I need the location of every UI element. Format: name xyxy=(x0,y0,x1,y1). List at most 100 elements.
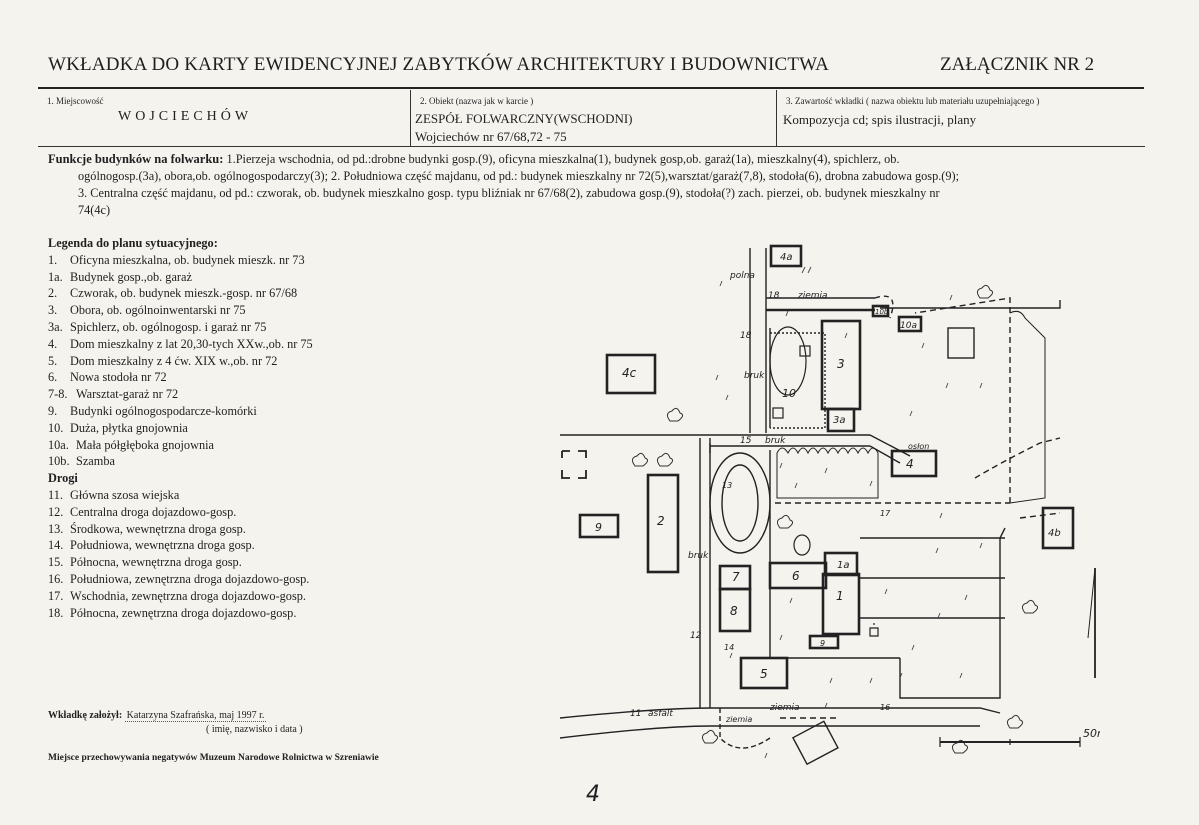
legend-item-number: 17. xyxy=(48,588,64,603)
label-road-17: 17 xyxy=(880,509,891,518)
building-1 xyxy=(821,572,861,636)
label-4a: 4a xyxy=(780,252,793,263)
legend-item-text: Duża, płytka gnojownia xyxy=(70,420,188,435)
legend-item: 17. Wschodnia, zewnętrzna droga dojazdowo… xyxy=(48,588,378,605)
label-10a: 10a xyxy=(900,321,917,331)
legend-item-text: Warsztat-garaż nr 72 xyxy=(76,387,179,402)
label-3: 3 xyxy=(837,357,845,371)
building-8 xyxy=(718,587,752,633)
building-10b xyxy=(871,304,890,318)
legend-item: 2.Czworak, ob. budynek mieszk.-gosp. nr … xyxy=(48,285,378,302)
legend-item: 10b.Szamba xyxy=(48,453,378,470)
author-name: Katarzyna Szafrańska, maj 1997 r. xyxy=(124,710,267,722)
legend-item: 5.Dom mieszkalny z 4 ćw. XIX w.,ob. nr 7… xyxy=(48,353,378,370)
functions-line: 74(4c) xyxy=(78,203,111,217)
label-1: 1 xyxy=(836,589,844,603)
site-plan-legend: Legenda do planu sytuacyjnego: 1.Oficyna… xyxy=(48,235,378,621)
legend-item-number: 15. xyxy=(48,555,64,570)
building-6 xyxy=(768,561,828,590)
contents-value: Kompozycja cd; spis ilustracji, plany xyxy=(783,112,977,127)
label-ziemia-south: ziemia xyxy=(725,715,752,724)
label-4b: 4b xyxy=(1048,528,1061,539)
legend-item: 3a. Spichlerz, ob. ogólnogosp. i garaż nr… xyxy=(48,319,378,336)
legend-item-text: Oficyna mieszkalna, ob. budynek mieszk. … xyxy=(70,252,305,267)
legend-item-text: Główna szosa wiejska xyxy=(70,487,180,502)
label-road-16: 16 xyxy=(880,703,890,712)
building-4b xyxy=(1041,506,1075,550)
label-asfalt: asfalt xyxy=(648,709,673,719)
legend-item: 18.Północna, zewnętrzna droga dojazdowo-… xyxy=(48,605,378,622)
legend-item-number: 2. xyxy=(48,286,58,301)
building-functions: Funkcje budynków na folwarku: 1.Pierzeja… xyxy=(48,151,1148,219)
functions-heading: Funkcje budynków na folwarku: xyxy=(48,152,224,166)
label-8: 8 xyxy=(730,604,738,618)
legend-item: 15.Północna, wewnętrzna droga gosp. xyxy=(48,554,378,571)
header-rule xyxy=(38,87,1144,89)
functions-line: 1.Pierzeja wschodnia, od pd.:drobne budy… xyxy=(223,152,900,166)
legend-item: 4.Dom mieszkalny z lat 20,30-tych XXw.,o… xyxy=(48,336,378,353)
legend-item: 7-8.Warsztat-garaż nr 72 xyxy=(48,386,378,403)
object-label: 2. Obiekt (nazwa jak w karcie ) xyxy=(420,96,534,106)
label-polna: polna xyxy=(729,271,755,281)
legend-item-number: 3a. xyxy=(48,319,63,334)
locality-box: 1. Miejscowość WOJCIECHÓW xyxy=(38,90,410,147)
building-9-small xyxy=(808,634,840,650)
label-6: 6 xyxy=(792,569,800,583)
contents-label: 3. Zawartość wkładki ( nazwa obiektu lub… xyxy=(786,96,1040,106)
legend-item-number: 5. xyxy=(48,353,58,368)
legend-title: Legenda do planu sytuacyjnego: xyxy=(48,236,218,250)
object-address: Wojciechów nr 67/68,72 - 75 xyxy=(415,129,567,144)
label-10b: 10b xyxy=(875,308,889,316)
label-9: 9 xyxy=(595,521,602,534)
locality-label: 1. Miejscowość xyxy=(47,96,104,106)
label-road-12: 12 xyxy=(690,631,702,641)
legend-item: 6.Nowa stodoła nr 72 xyxy=(48,369,378,386)
legend-item-number: 10. xyxy=(48,420,64,435)
building-2 xyxy=(646,473,680,574)
legend-item-text: Centralna droga dojazdowo-gosp. xyxy=(70,504,237,519)
legend-item-text: Mała półgłęboka gnojownia xyxy=(76,437,214,452)
object-box: 2. Obiekt (nazwa jak w karcie ) ZESPÓŁ F… xyxy=(410,90,777,147)
legend-item: 1a.Budynek gosp.,ob. garaż xyxy=(48,269,378,286)
functions-line: ogólnogosp.(3a), obora,ob. ogólnogospoda… xyxy=(78,169,960,183)
legend-item: 10a.Mała półgłęboka gnojownia xyxy=(48,437,378,454)
label-4c: 4c xyxy=(622,366,637,380)
legend-item: 16. Południowa, zewnętrzna droga dojazdow… xyxy=(48,571,378,588)
label-3a: 3a xyxy=(833,415,846,426)
label-2: 2 xyxy=(657,514,665,528)
legend-item-text: Południowa, wewnętrzna droga gosp. xyxy=(70,538,255,553)
legend-item-text: Południowa, zewnętrzna droga dojazdowo-g… xyxy=(70,571,310,586)
label-1a: 1a xyxy=(837,560,850,571)
legend-item: 13. Środkowa, wewnętrzna droga gosp. xyxy=(48,521,378,538)
object-value: ZESPÓŁ FOLWARCZNY(WSCHODNI) xyxy=(415,111,633,126)
legend-item: 12.Centralna droga dojazdowo-gosp. xyxy=(48,504,378,521)
legend-item-number: 16. xyxy=(48,571,64,586)
building-4a xyxy=(769,244,803,268)
label-road-11: 11 xyxy=(630,709,641,719)
author-hint: ( imię, nazwisko i data ) xyxy=(206,724,303,735)
label-bruk-18: bruk xyxy=(744,371,765,381)
legend-item: 9.Budynki ogólnogospodarcze-komórki xyxy=(48,403,378,420)
legend-item-text: Środkowa, wewnętrzna droga gosp. xyxy=(70,521,246,536)
author-label: Wkładkę założył: xyxy=(48,710,123,721)
label-road-14: 14 xyxy=(724,643,734,652)
legend-item-text: Spichlerz, ob. ogólnogosp. i garaż nr 75 xyxy=(70,319,267,334)
legend-item-text: Północna, zewnętrzna droga dojazdowo-gos… xyxy=(70,605,297,620)
legend-item-number: 1a. xyxy=(48,269,63,284)
building-10a xyxy=(897,315,923,333)
building-4c xyxy=(605,353,657,395)
functions-line: 3. Centralna część majdanu, od pd.: czwo… xyxy=(78,186,940,200)
legend-item: 10. Duża, płytka gnojownia xyxy=(48,420,378,437)
building-4 xyxy=(890,449,938,478)
legend-item-number: 4. xyxy=(48,336,58,351)
legend-item-number: 13. xyxy=(48,521,64,536)
label-ziemia-16: ziemia xyxy=(769,703,800,713)
legend-item-text: Wschodnia, zewnętrzna droga dojazdowo-go… xyxy=(70,588,306,603)
label-road-13: 13 xyxy=(722,481,732,490)
site-plan: 4a 4c 3 3a 10a 10b 10 4 2 9 1a 1 6 7 8 5… xyxy=(559,244,1100,766)
label-5: 5 xyxy=(760,667,768,681)
building-3a xyxy=(826,407,856,433)
label-bruk-12: bruk xyxy=(688,551,709,561)
legend-item: 11.Główna szosa wiejska xyxy=(48,487,378,504)
